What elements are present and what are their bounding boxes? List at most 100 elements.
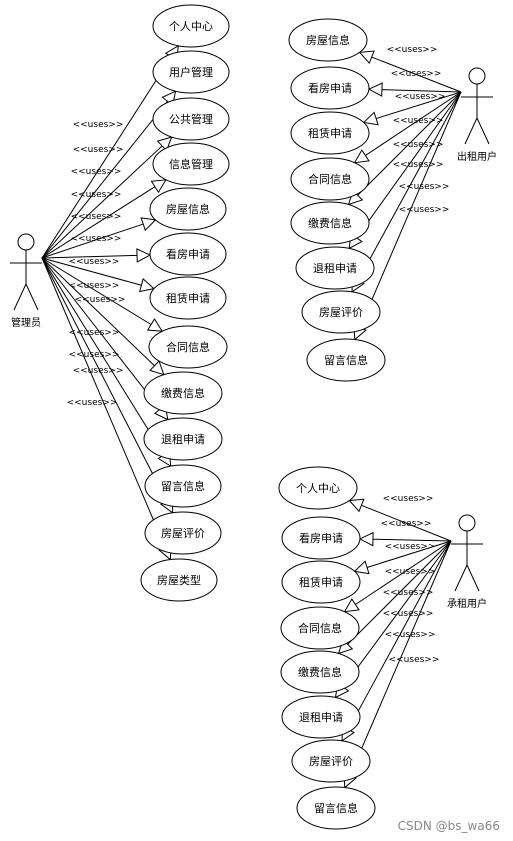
uses-labels: <<uses>> <<uses>> <<uses>> <<uses>> <<uses>>… bbox=[67, 45, 450, 665]
use-case-ellipse bbox=[280, 606, 360, 650]
uses-label: <<uses>> bbox=[393, 116, 444, 126]
association-line bbox=[41, 145, 163, 259]
uses-label: <<uses>> bbox=[73, 120, 124, 130]
use-case-ellipse bbox=[306, 338, 386, 382]
association-line bbox=[361, 504, 452, 542]
use-case-label: 租赁申请 bbox=[166, 291, 210, 305]
use-case-tenant: 个人中心 bbox=[278, 466, 358, 510]
use-case-label: 公共管理 bbox=[169, 112, 213, 126]
uses-label: <<uses>> bbox=[69, 350, 120, 360]
association-line bbox=[41, 257, 166, 548]
use-case-label: 合同信息 bbox=[298, 621, 342, 635]
uses-label: <<uses>> bbox=[71, 234, 122, 244]
use-case-landlord: 留言信息 bbox=[306, 338, 386, 382]
use-case-label: 留言信息 bbox=[314, 801, 358, 815]
uses-label: <<uses>> bbox=[399, 182, 450, 192]
uses-label: <<uses>> bbox=[393, 160, 444, 170]
use-case-label: 房屋信息 bbox=[166, 202, 210, 216]
use-case-landlord: 缴费信息 bbox=[290, 201, 370, 245]
use-case-ellipse bbox=[291, 739, 371, 783]
uses-label: <<uses>> bbox=[73, 366, 124, 376]
use-case-ellipse bbox=[144, 464, 222, 508]
uses-label: <<uses>> bbox=[383, 609, 434, 619]
uses-label: <<uses>> bbox=[71, 212, 122, 222]
use-case-ellipse bbox=[278, 466, 358, 510]
uses-label: <<uses>> bbox=[69, 281, 120, 291]
actor-left-leg bbox=[454, 564, 468, 592]
watermark: CSDN @bs_wa66 bbox=[398, 819, 500, 833]
actor-landlord: 出租用户 bbox=[457, 67, 497, 163]
use-case-ellipse bbox=[149, 187, 227, 231]
use-case-ellipse bbox=[288, 18, 368, 62]
association-line bbox=[41, 257, 142, 286]
arrowhead bbox=[146, 317, 164, 332]
use-case-admin: 留言信息 bbox=[144, 464, 222, 508]
uses-label: <<uses>> bbox=[73, 145, 124, 155]
association-line bbox=[359, 91, 462, 328]
use-case-label: 缴费信息 bbox=[298, 665, 342, 679]
association-line bbox=[357, 91, 462, 196]
use-case-label: 看房申请 bbox=[299, 531, 343, 545]
use-case-admin: 房屋信息 bbox=[149, 187, 227, 231]
uses-label: <<uses>> bbox=[383, 494, 434, 504]
uses-label: <<uses>> bbox=[389, 655, 440, 665]
use-case-label: 退租申请 bbox=[299, 711, 343, 724]
actor-head bbox=[458, 514, 476, 532]
actor-right-leg bbox=[466, 564, 480, 592]
actor-left-leg bbox=[13, 283, 27, 311]
arrowhead bbox=[362, 111, 379, 126]
use-case-ellipse bbox=[281, 516, 361, 560]
uses-label: <<uses>> bbox=[71, 167, 122, 177]
use-case-label: 用户管理 bbox=[169, 65, 213, 79]
use-case-admin: 房屋评价 bbox=[144, 511, 222, 555]
actor-head bbox=[17, 233, 35, 251]
use-case-ellipse bbox=[144, 511, 222, 555]
use-case-ellipse bbox=[143, 417, 223, 461]
association-line bbox=[347, 540, 452, 730]
arrowhead bbox=[337, 638, 354, 655]
uses-label: <<uses>> bbox=[383, 588, 434, 598]
arrowhead bbox=[358, 531, 374, 547]
use-case-tenant: 缴费信息 bbox=[280, 650, 360, 694]
association-line bbox=[381, 89, 462, 93]
use-case-tenant: 合同信息 bbox=[280, 606, 360, 650]
use-case-admin: 合同信息 bbox=[148, 325, 228, 369]
use-case-landlord: 房屋信息 bbox=[288, 18, 368, 62]
uses-label: <<uses>> bbox=[69, 328, 120, 338]
actor-name: 承租用户 bbox=[447, 597, 487, 610]
association-line bbox=[349, 540, 452, 776]
use-case-admin: 信息管理 bbox=[152, 142, 230, 186]
association-line bbox=[366, 540, 452, 568]
use-case-label: 合同信息 bbox=[166, 340, 210, 354]
uses-label: <<uses>> bbox=[381, 519, 432, 529]
use-case-admin: 公共管理 bbox=[152, 97, 230, 141]
use-case-admin: 看房申请 bbox=[149, 232, 227, 276]
use-case-admin: 个人中心 bbox=[152, 4, 230, 48]
uses-label: <<uses>> bbox=[69, 257, 120, 267]
use-case-ellipse bbox=[296, 786, 376, 830]
association-line bbox=[41, 254, 138, 259]
use-case-label: 个人中心 bbox=[296, 482, 340, 495]
association-line bbox=[41, 257, 155, 367]
use-case-ellipse bbox=[152, 50, 230, 94]
association-line bbox=[41, 257, 161, 410]
use-case-ellipse bbox=[290, 66, 370, 110]
use-case-label: 房屋类型 bbox=[157, 573, 201, 587]
use-case-label: 租赁申请 bbox=[308, 126, 352, 140]
uses-label: <<uses>> bbox=[391, 69, 442, 79]
use-case-landlord: 合同信息 bbox=[290, 157, 370, 201]
use-case-label: 留言信息 bbox=[161, 479, 205, 493]
association-line bbox=[41, 257, 152, 325]
association-line bbox=[342, 540, 452, 688]
uses-label: <<uses>> bbox=[67, 398, 118, 408]
association-line bbox=[375, 91, 462, 120]
actor-head bbox=[468, 67, 486, 85]
actor-left-leg bbox=[464, 117, 478, 145]
use-case-ellipse bbox=[149, 276, 227, 320]
uses-label: <<uses>> bbox=[71, 190, 122, 200]
use-case-admin: 租赁申请 bbox=[149, 276, 227, 320]
association-line bbox=[41, 257, 168, 502]
use-case-ellipse bbox=[148, 325, 228, 369]
use-case-tenant: 看房申请 bbox=[281, 516, 361, 560]
